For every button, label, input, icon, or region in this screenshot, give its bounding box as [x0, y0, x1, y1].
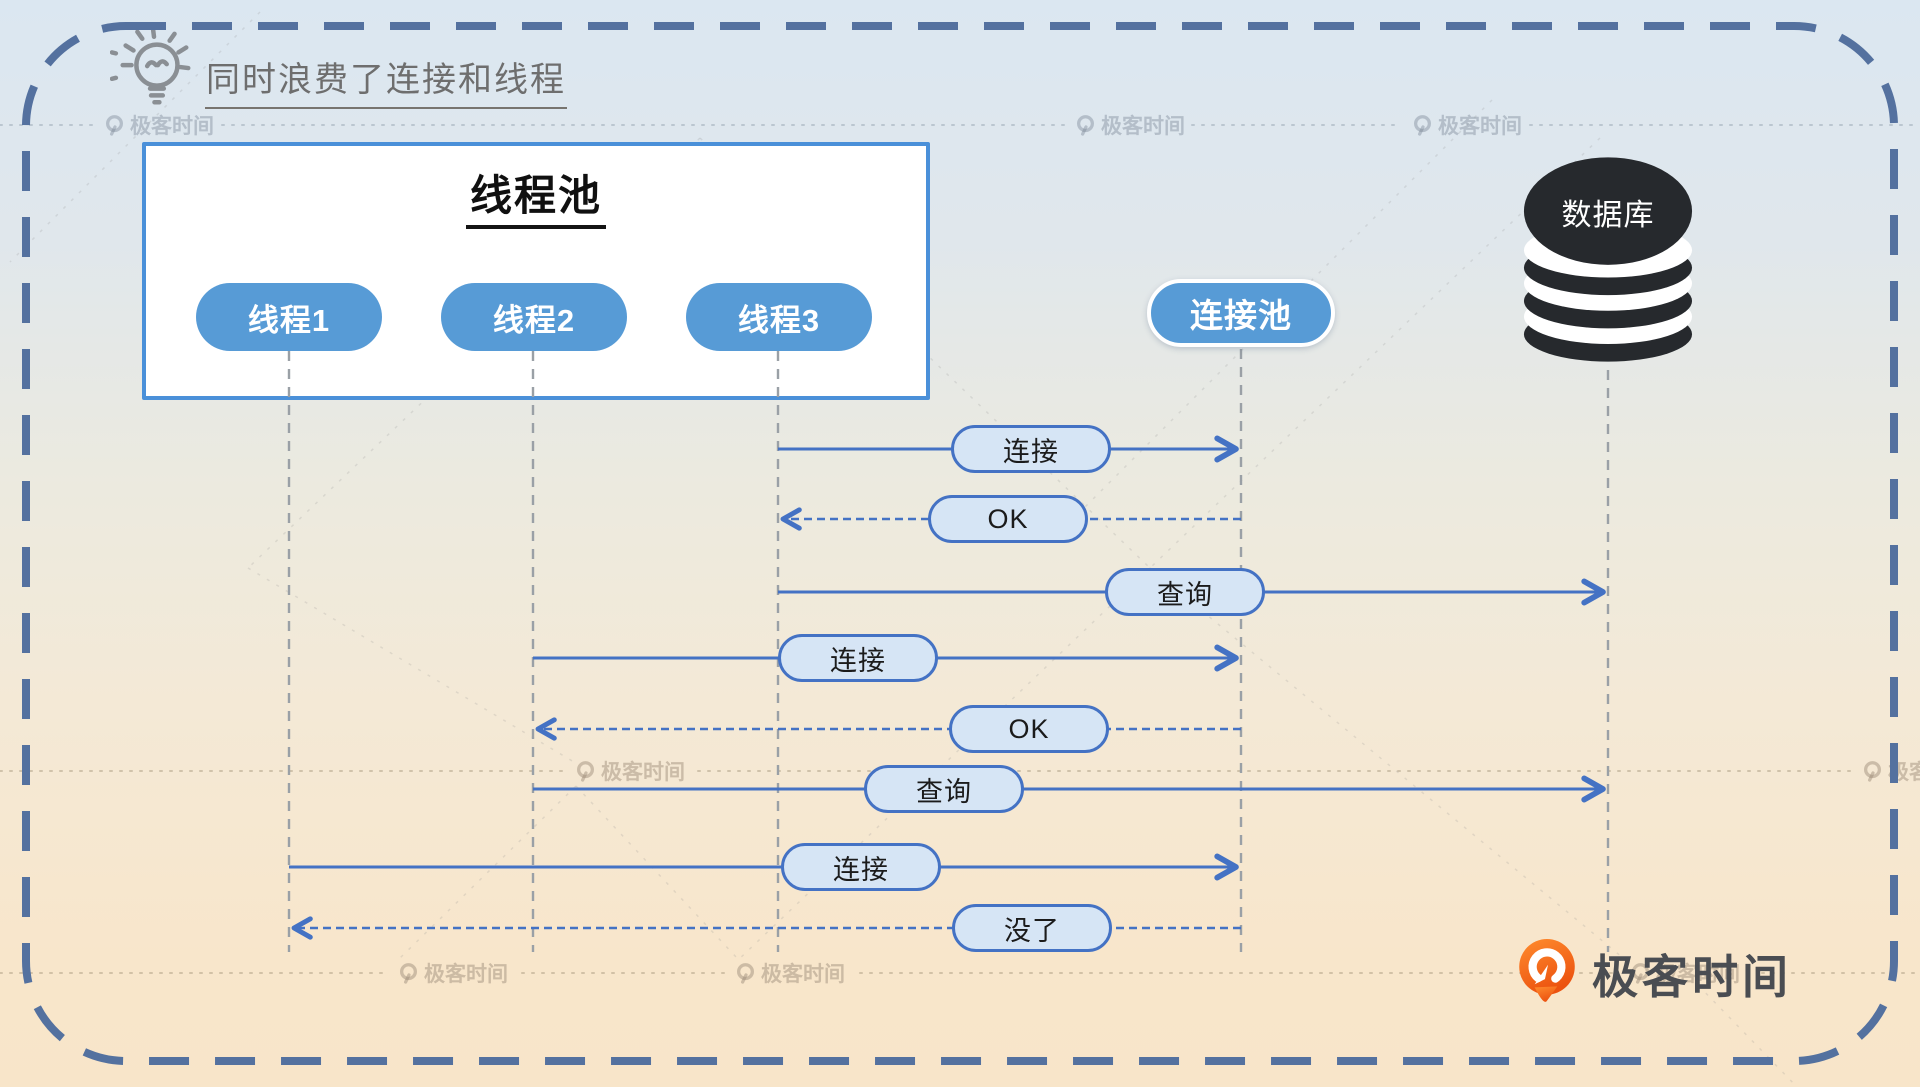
caption-title: 同时浪费了连接和线程	[205, 52, 567, 109]
message-label-7: 没了	[952, 904, 1112, 952]
thread-pill-3: 线程3	[686, 283, 872, 351]
database-label: 数据库	[1561, 199, 1655, 232]
geektime-logo-icon	[1519, 939, 1575, 1002]
message-label-6: 连接	[781, 843, 941, 891]
connection-pool-pill: 连接池	[1147, 279, 1335, 347]
database-cylinder-icon	[1523, 157, 1693, 362]
lightbulb-icon	[110, 26, 191, 105]
message-label-4: OK	[949, 705, 1109, 753]
brand-logo: 极客时间	[1516, 938, 1792, 1010]
thread-pill-2: 线程2	[441, 283, 627, 351]
brand-name: 极客时间	[1592, 951, 1792, 1003]
message-label-5: 查询	[864, 765, 1024, 813]
caption-title-text: 同时浪费了连接和线程	[205, 61, 567, 109]
thread-pill-1: 线程1	[196, 283, 382, 351]
connection-pool-label: 连接池	[1190, 297, 1292, 334]
message-label-3: 连接	[778, 634, 938, 682]
message-label-1: OK	[928, 495, 1088, 543]
message-label-2: 查询	[1105, 568, 1265, 616]
message-label-0: 连接	[951, 425, 1111, 473]
